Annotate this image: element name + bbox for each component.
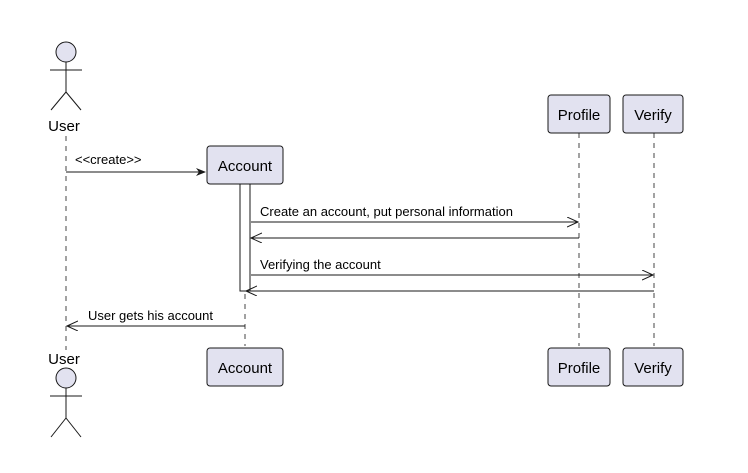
participant-account-bottom: Account xyxy=(206,347,284,387)
user-actor-bottom-label: User xyxy=(48,351,80,368)
participant-profile-top: Profile xyxy=(547,94,611,134)
message-create-label: <<create>> xyxy=(75,152,142,167)
participant-account-bottom-label: Account xyxy=(218,360,273,377)
message-create-account: Create an account, put personal informat… xyxy=(251,204,578,222)
message-user-gets-label: User gets his account xyxy=(88,308,213,323)
participant-verify-bottom-label: Verify xyxy=(634,360,672,377)
user-actor-head xyxy=(55,41,77,63)
message-create: <<create>> xyxy=(66,152,206,176)
participant-verify-top: Verify xyxy=(622,94,684,134)
participant-profile-bottom: Profile xyxy=(547,347,611,387)
participant-verify-top-label: Verify xyxy=(634,107,672,124)
participant-profile-top-label: Profile xyxy=(558,107,601,124)
message-create-account-label: Create an account, put personal informat… xyxy=(260,204,513,219)
participant-verify-bottom: Verify xyxy=(622,347,684,387)
user-actor-top-label: User xyxy=(48,118,80,135)
user-actor-bottom-head xyxy=(55,367,77,389)
user-actor-bottom: User xyxy=(48,351,82,438)
user-actor-top: User xyxy=(48,41,82,135)
account-activation-bar xyxy=(239,183,251,292)
message-verifying-label: Verifying the account xyxy=(260,257,381,272)
message-verifying: Verifying the account xyxy=(251,257,653,275)
participant-account-top: Account xyxy=(206,145,284,185)
message-user-gets: User gets his account xyxy=(67,308,245,326)
participant-account-top-label: Account xyxy=(218,158,273,175)
participant-profile-bottom-label: Profile xyxy=(558,360,601,377)
